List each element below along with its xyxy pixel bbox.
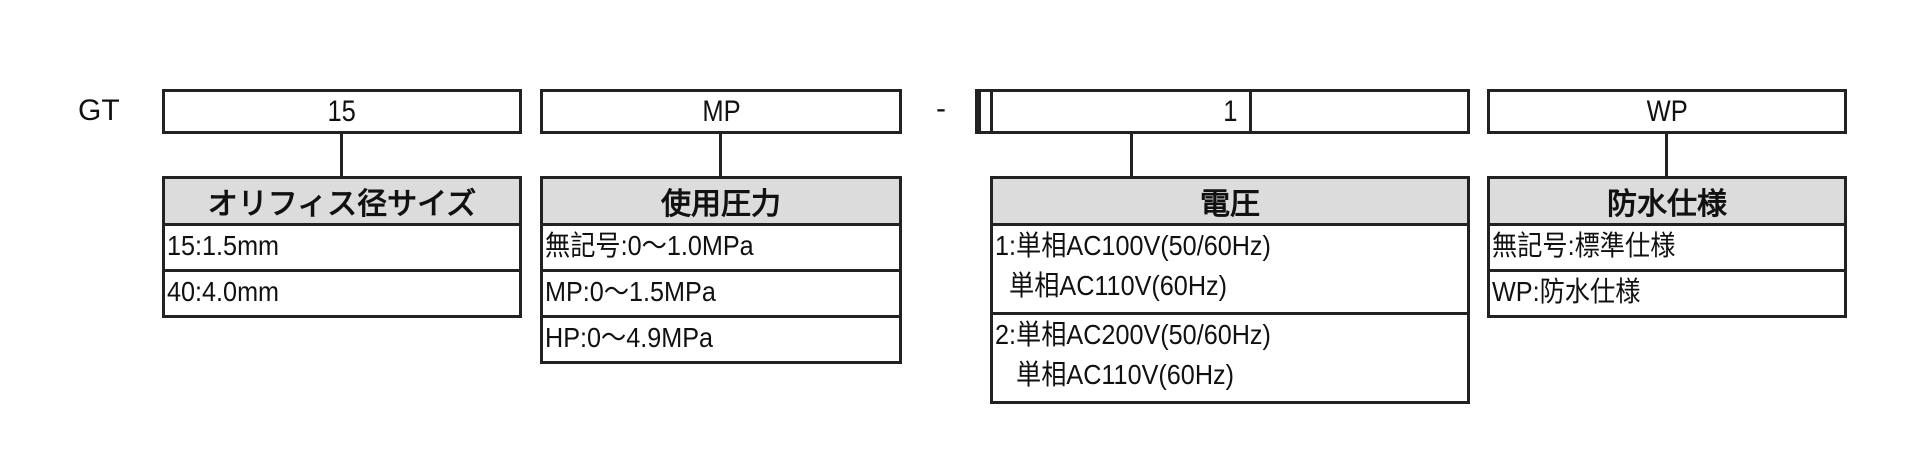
row-text: MP:0〜1.5MPa	[545, 276, 716, 307]
table-row: HP:0〜4.9MPa	[543, 318, 899, 364]
table-orifice: オリフィス径サイズ 15:1.5mm 40:4.0mm	[162, 176, 522, 318]
table-row: 40:4.0mm	[165, 272, 519, 318]
model-prefix: GT	[78, 94, 120, 127]
table-row: 無記号:標準仕様	[1490, 226, 1844, 272]
connector-line	[1130, 134, 1133, 178]
table-pressure: 使用圧力 無記号:0〜1.0MPa MP:0〜1.5MPa HP:0〜4.9MP…	[540, 176, 902, 364]
table-row: 2:単相AC200V(50/60Hz) 単相AC110V(60Hz)	[993, 315, 1467, 404]
code-voltage: 1	[990, 89, 1470, 134]
table-voltage: 電圧 1:単相AC100V(50/60Hz) 単相AC110V(60Hz) 2:…	[990, 176, 1470, 404]
table-row: 15:1.5mm	[165, 226, 519, 272]
table-waterproof: 防水仕様 無記号:標準仕様 WP:防水仕様	[1487, 176, 1847, 318]
table-header: 電圧	[993, 179, 1467, 226]
row-text: 15:1.5mm	[167, 230, 280, 261]
code-waterproof: WP	[1487, 89, 1847, 134]
row-text: 40:4.0mm	[167, 276, 280, 307]
table-row: 1:単相AC100V(50/60Hz) 単相AC110V(60Hz)	[993, 226, 1467, 315]
connector-line	[1665, 134, 1668, 178]
table-header: オリフィス径サイズ	[165, 179, 519, 226]
row-text: 無記号:0〜1.0MPa	[545, 230, 754, 261]
table-row: 無記号:0〜1.0MPa	[543, 226, 899, 272]
code-orifice: 15	[162, 89, 522, 134]
connector-line	[719, 134, 722, 178]
connector-line	[340, 134, 343, 178]
code-waterproof-value: WP	[1646, 94, 1688, 128]
table-header: 防水仕様	[1490, 179, 1844, 226]
separator: -	[936, 92, 946, 125]
table-row: WP:防水仕様	[1490, 272, 1844, 318]
row-text: 単相AC110V(60Hz)	[995, 359, 1235, 390]
row-text: 無記号:標準仕様	[1492, 230, 1676, 261]
code-voltage-value: 1	[1222, 94, 1238, 128]
table-header: 使用圧力	[543, 179, 899, 226]
row-text: 単相AC110V(60Hz)	[995, 270, 1228, 301]
code-pressure-value: MP	[701, 94, 741, 128]
row-text: 2:単相AC200V(50/60Hz)	[995, 319, 1271, 350]
code-pressure: MP	[540, 89, 902, 134]
row-text: WP:防水仕様	[1492, 276, 1641, 307]
code-orifice-value: 15	[327, 94, 357, 128]
row-text: 1:単相AC100V(50/60Hz)	[995, 230, 1271, 261]
table-row: MP:0〜1.5MPa	[543, 272, 899, 318]
row-text: HP:0〜4.9MPa	[545, 322, 714, 353]
